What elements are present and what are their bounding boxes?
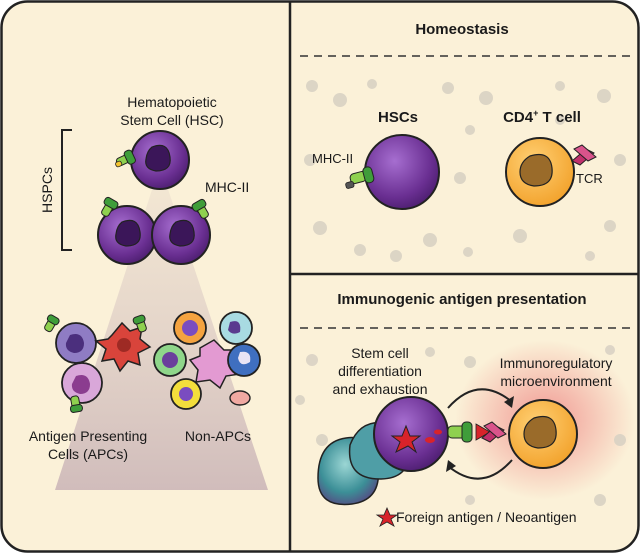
mhc-receptor-icon xyxy=(191,198,209,219)
apc-label-line1: Antigen Presenting xyxy=(29,428,147,444)
hsc-cell xyxy=(345,134,440,210)
apc-label-line2: Cells (APCs) xyxy=(48,446,128,462)
t-cell-immunogenic xyxy=(508,399,578,469)
non-apc-cluster xyxy=(153,311,261,410)
antigen-star-icon xyxy=(390,424,422,454)
hsc-cell-immunogenic xyxy=(373,396,449,472)
hsc-label-line2: Stem Cell (HSC) xyxy=(120,112,223,128)
homeostasis-panel: Homeostasis HSCs CD4+ T cell MHC-II TCR xyxy=(300,21,630,262)
hspcs-bracket xyxy=(61,129,72,251)
mhc-receptor-icon xyxy=(345,166,375,189)
left-caption-line1: Stem cell xyxy=(351,345,409,361)
right-caption-line2: microenvironment xyxy=(500,373,611,389)
hscs-label: HSCs xyxy=(378,109,418,126)
hsc-middle-right xyxy=(151,198,211,265)
legend-star-icon xyxy=(375,506,399,527)
t-cell xyxy=(505,137,597,207)
mhc-label-homeostasis: MHC-II xyxy=(312,151,353,166)
hsc-label-line1: Hematopoietic xyxy=(127,94,217,110)
non-apc-label: Non-APCs xyxy=(185,428,251,444)
mhc-tcr-synapse-icon xyxy=(447,421,507,443)
mhc-receptor-icon xyxy=(115,149,136,168)
hierarchy-triangle xyxy=(55,165,268,490)
arrow-back xyxy=(447,459,513,480)
background-cells xyxy=(304,79,626,262)
right-caption-line1: Immunoregulatory xyxy=(500,355,613,371)
hspcs-label: HSPCs xyxy=(39,167,55,213)
mhc-receptor-icon xyxy=(101,196,119,217)
homeostasis-title: Homeostasis xyxy=(415,21,508,38)
immunogenic-title: Immunogenic antigen presentation xyxy=(337,291,586,308)
arrow-head-icon xyxy=(504,396,514,408)
legend-label: Foreign antigen / Neoantigen xyxy=(396,509,577,525)
mhc-label-left: MHC-II xyxy=(205,179,249,195)
arrow-forward xyxy=(447,388,513,409)
left-panel: Hematopoietic Stem Cell (HSC) HSPCs xyxy=(29,94,268,490)
left-caption-line3: and exhaustion xyxy=(333,381,428,397)
hsc-top xyxy=(115,130,190,190)
background-cells xyxy=(295,345,626,506)
apc-cluster xyxy=(44,314,152,413)
cd4-t-cell-label: CD4+ T cell xyxy=(503,108,581,126)
immunogenic-panel: Immunogenic antigen presentation Stem ce… xyxy=(295,291,635,527)
tcr-label: TCR xyxy=(576,171,603,186)
tcr-receptor-icon xyxy=(571,144,597,166)
hsc-middle-left xyxy=(97,196,157,265)
left-caption-line2: differentiation xyxy=(338,363,422,379)
arrow-head-icon xyxy=(446,460,456,472)
